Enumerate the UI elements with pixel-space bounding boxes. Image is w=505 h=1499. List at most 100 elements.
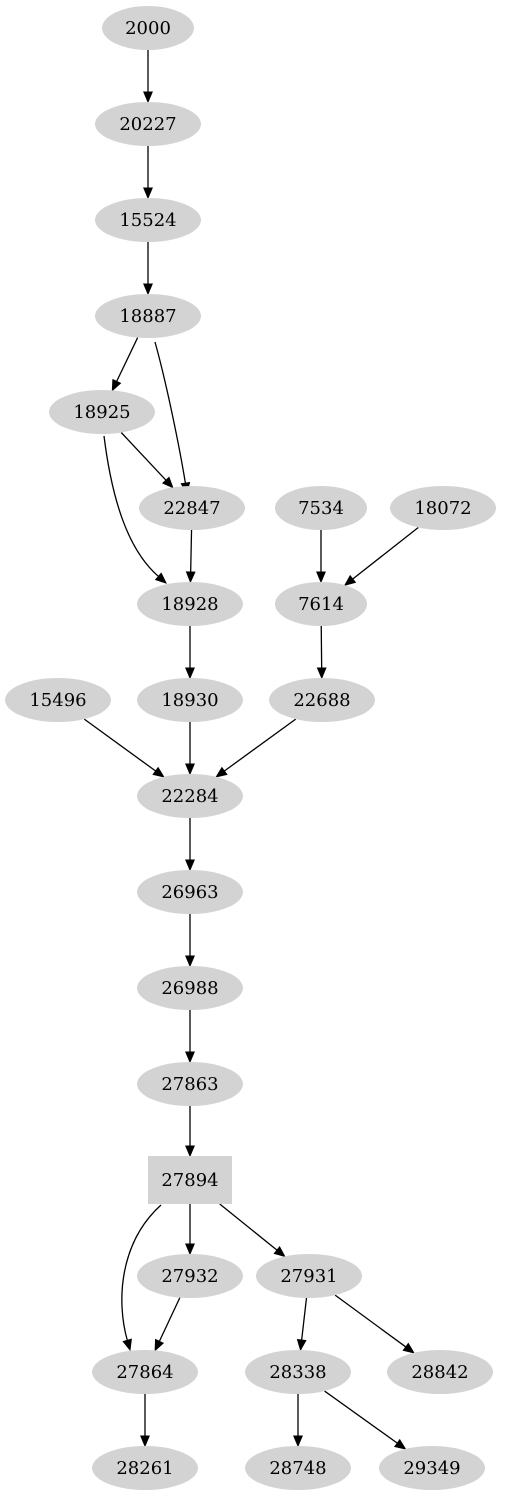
node-15496-shape <box>5 678 111 722</box>
edge-18072-to-7614 <box>343 526 419 586</box>
node-28261: 28261 <box>92 1446 198 1490</box>
node-28338: 28338 <box>245 1350 351 1394</box>
edge-18925-to-18928-line <box>103 435 159 577</box>
node-26963-label: 26963 <box>161 882 218 903</box>
node-18887-label: 18887 <box>119 306 176 327</box>
edge-18072-to-7614-arrowhead <box>343 574 357 586</box>
edge-27864-to-28261 <box>140 1394 150 1448</box>
node-18072-shape <box>390 486 496 530</box>
edge-18887-to-18925-arrowhead <box>111 378 122 392</box>
edge-27864-to-28261-arrowhead <box>140 1435 150 1448</box>
edge-27931-to-28338-arrowhead <box>296 1339 307 1352</box>
node-27931-shape <box>256 1254 362 1298</box>
edge-18925-to-22847-arrowhead <box>161 476 174 489</box>
edge-7614-to-22688 <box>316 625 327 680</box>
edge-27863-to-27894-arrowhead <box>185 1145 195 1158</box>
edge-27894-to-27932 <box>185 1204 195 1256</box>
node-27863-label: 27863 <box>161 1074 218 1095</box>
node-2000-label: 2000 <box>125 18 171 39</box>
node-22847-shape <box>139 486 245 530</box>
edge-28338-to-29349-arrowhead <box>394 1438 407 1450</box>
edge-7534-to-7614-arrowhead <box>316 571 326 584</box>
edge-27894-to-27931-line <box>219 1203 278 1251</box>
node-26988: 26988 <box>137 966 243 1010</box>
node-27864: 27864 <box>92 1350 198 1394</box>
node-27932-shape <box>137 1254 243 1298</box>
edge-7614-to-22688-arrowhead <box>316 667 327 680</box>
edge-22688-to-22284-arrowhead <box>215 766 228 778</box>
edge-18887-to-22847-line <box>154 341 187 484</box>
edge-20227-to-15524-arrowhead <box>143 187 153 200</box>
edge-27894-to-27864-line <box>121 1204 162 1341</box>
edge-26963-to-26988-arrowhead <box>185 955 195 968</box>
node-18887: 18887 <box>95 294 201 338</box>
edge-22847-to-18928-line <box>190 529 193 573</box>
node-27931: 27931 <box>256 1254 362 1298</box>
node-29349: 29349 <box>379 1446 485 1490</box>
node-18925-label: 18925 <box>73 402 130 423</box>
edge-28338-to-28748-arrowhead <box>293 1435 303 1448</box>
edge-18930-to-22284 <box>185 722 195 776</box>
node-29349-shape <box>379 1446 485 1490</box>
node-15524: 15524 <box>95 198 201 242</box>
edge-27931-to-28842-line <box>334 1294 407 1348</box>
node-18930: 18930 <box>137 678 243 722</box>
edge-27894-to-27932-arrowhead <box>185 1243 195 1256</box>
edge-15524-to-18887 <box>143 242 153 296</box>
edge-2000-to-20227-arrowhead <box>143 91 153 104</box>
edge-18072-to-7614-line <box>352 526 419 580</box>
node-18925: 18925 <box>49 390 155 434</box>
edge-28338-to-28748 <box>293 1394 303 1448</box>
edge-18930-to-22284-arrowhead <box>185 763 195 776</box>
node-27932: 27932 <box>137 1254 243 1298</box>
edge-22284-to-26963-arrowhead <box>185 859 195 872</box>
node-26988-label: 26988 <box>161 978 218 999</box>
node-28261-label: 28261 <box>116 1458 173 1479</box>
edge-27931-to-28338-line <box>301 1297 308 1341</box>
edge-15496-to-22284-arrowhead <box>152 766 165 778</box>
node-2000-shape <box>102 6 194 50</box>
edge-18887-to-18925 <box>111 337 139 392</box>
edge-18887-to-22847 <box>154 341 191 495</box>
node-22688-label: 22688 <box>293 690 350 711</box>
node-28338-label: 28338 <box>269 1362 326 1383</box>
node-28842: 28842 <box>387 1350 493 1394</box>
edge-26963-to-26988 <box>185 914 195 968</box>
edge-27931-to-28842 <box>334 1294 415 1354</box>
edge-18925-to-22847-line <box>120 432 167 481</box>
edges-layer <box>83 50 419 1450</box>
node-20227-label: 20227 <box>119 114 176 135</box>
node-28842-label: 28842 <box>411 1362 468 1383</box>
node-28338-shape <box>245 1350 351 1394</box>
node-22284-label: 22284 <box>161 786 218 807</box>
edge-27931-to-28338 <box>296 1297 308 1352</box>
node-27894-label: 27894 <box>161 1170 218 1191</box>
node-28748: 28748 <box>245 1446 351 1490</box>
node-27864-shape <box>92 1350 198 1394</box>
node-27894: 27894 <box>148 1156 232 1204</box>
node-18072: 18072 <box>390 486 496 530</box>
edge-22284-to-26963 <box>185 818 195 872</box>
node-18925-shape <box>49 390 155 434</box>
node-18930-label: 18930 <box>161 690 218 711</box>
edge-18928-to-18930-arrowhead <box>185 667 195 680</box>
edge-27863-to-27894 <box>185 1106 195 1158</box>
edge-18887-to-18925-line <box>116 337 139 382</box>
node-27863: 27863 <box>137 1062 243 1106</box>
node-7614-label: 7614 <box>298 594 344 615</box>
edge-18925-to-18928 <box>103 435 167 584</box>
node-27864-label: 27864 <box>116 1362 173 1383</box>
node-18928: 18928 <box>137 582 243 626</box>
node-27894-shape <box>148 1156 232 1204</box>
edge-22847-to-18928-arrowhead <box>185 571 196 584</box>
node-26988-shape <box>137 966 243 1010</box>
edge-27894-to-27931-arrowhead <box>273 1245 286 1258</box>
edge-26988-to-27863 <box>185 1010 195 1064</box>
edge-22847-to-18928 <box>185 529 196 584</box>
edge-22688-to-22284 <box>215 718 297 778</box>
edge-27931-to-28842-arrowhead <box>402 1342 415 1354</box>
node-7534: 7534 <box>275 486 367 530</box>
edge-26988-to-27863-arrowhead <box>185 1051 195 1064</box>
edge-27894-to-27864-arrowhead <box>122 1338 132 1352</box>
